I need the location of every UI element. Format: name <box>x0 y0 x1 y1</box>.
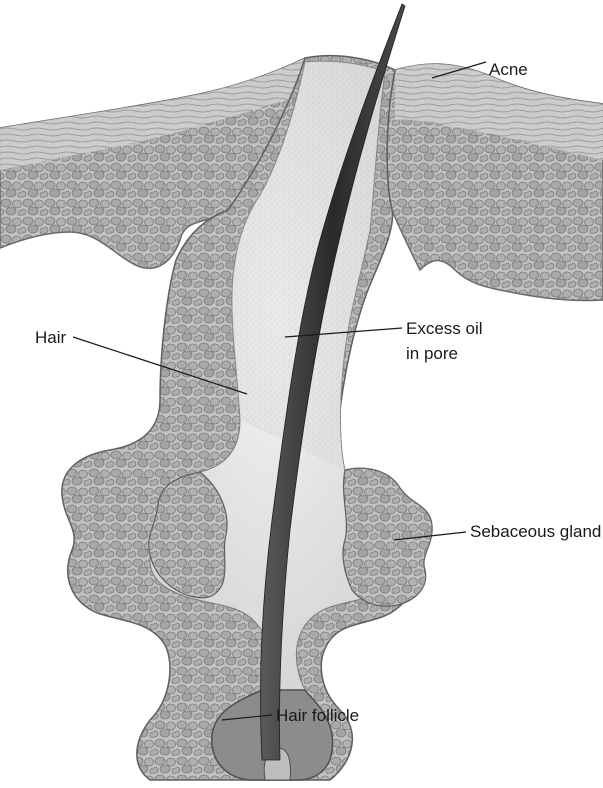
hair-follicle-label: Hair follicle <box>276 705 359 726</box>
sebaceous-gland-label: Sebaceous gland <box>470 521 601 542</box>
excess-oil-label-line2: in pore <box>406 343 458 364</box>
excess-oil-label-line1: Excess oil <box>406 318 483 339</box>
hair-label: Hair <box>35 327 66 348</box>
acne-label: Acne <box>489 59 528 80</box>
